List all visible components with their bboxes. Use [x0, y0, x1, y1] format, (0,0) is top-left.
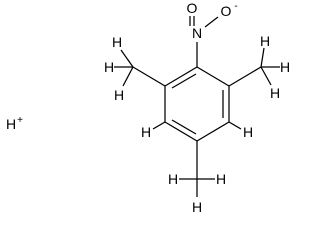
methyl-left-h2: H — [112, 34, 122, 50]
methyl-right-h3: H — [270, 85, 280, 101]
ring-h-left: H — [141, 124, 151, 140]
bond-c6-ch3-left — [132, 66, 166, 87]
ring-h-right: H — [243, 124, 253, 140]
proton-h-label: H — [6, 116, 16, 132]
methyl-bottom-h1: H — [168, 171, 178, 187]
atom-o-top-label: O — [187, 0, 198, 16]
benzene-ring — [164, 66, 230, 142]
proton-ion: H + — [6, 115, 23, 132]
ring-bond-c3-c4 — [196, 121, 230, 142]
molecule-structure-diagram: N O O - H H H H H H H H H H — [6, 0, 290, 215]
ring-double-bond-c6-c1 — [171, 73, 197, 89]
methyl-bottom: H H H — [168, 141, 226, 215]
bond-ch3-right-h2 — [260, 47, 265, 68]
bond-c3-h — [228, 121, 242, 130]
nitro-group: N O O - — [187, 0, 238, 67]
bond-n-o-right — [204, 16, 219, 28]
atom-o-right-label: O — [221, 3, 232, 19]
proton-charge: + — [17, 115, 23, 126]
methyl-left-h3: H — [114, 87, 124, 103]
ring-hydrogens: H H — [141, 121, 253, 140]
bond-ch3-left-h3 — [122, 66, 134, 87]
ring-bond-c6-c1 — [164, 66, 198, 87]
bond-c5-h — [152, 121, 166, 130]
methyl-right-h1: H — [280, 59, 290, 75]
bond-c2-ch3-right — [228, 66, 262, 87]
methyl-left: H H H — [104, 34, 166, 103]
bond-ch3-right-h3 — [260, 66, 272, 86]
bond-ch3-left-h2 — [120, 49, 134, 68]
ring-double-bond-c4-c5 — [171, 119, 197, 135]
ring-bond-c1-c2 — [196, 66, 230, 87]
methyl-right-h2: H — [260, 33, 270, 49]
ring-bond-c4-c5 — [164, 121, 198, 142]
atom-n-label: N — [192, 25, 202, 41]
atom-o-right-charge: - — [234, 1, 237, 12]
methyl-bottom-h2: H — [216, 171, 226, 187]
methyl-left-h1: H — [104, 59, 114, 75]
methyl-right: H H H — [228, 33, 290, 101]
methyl-bottom-h3: H — [192, 199, 202, 215]
